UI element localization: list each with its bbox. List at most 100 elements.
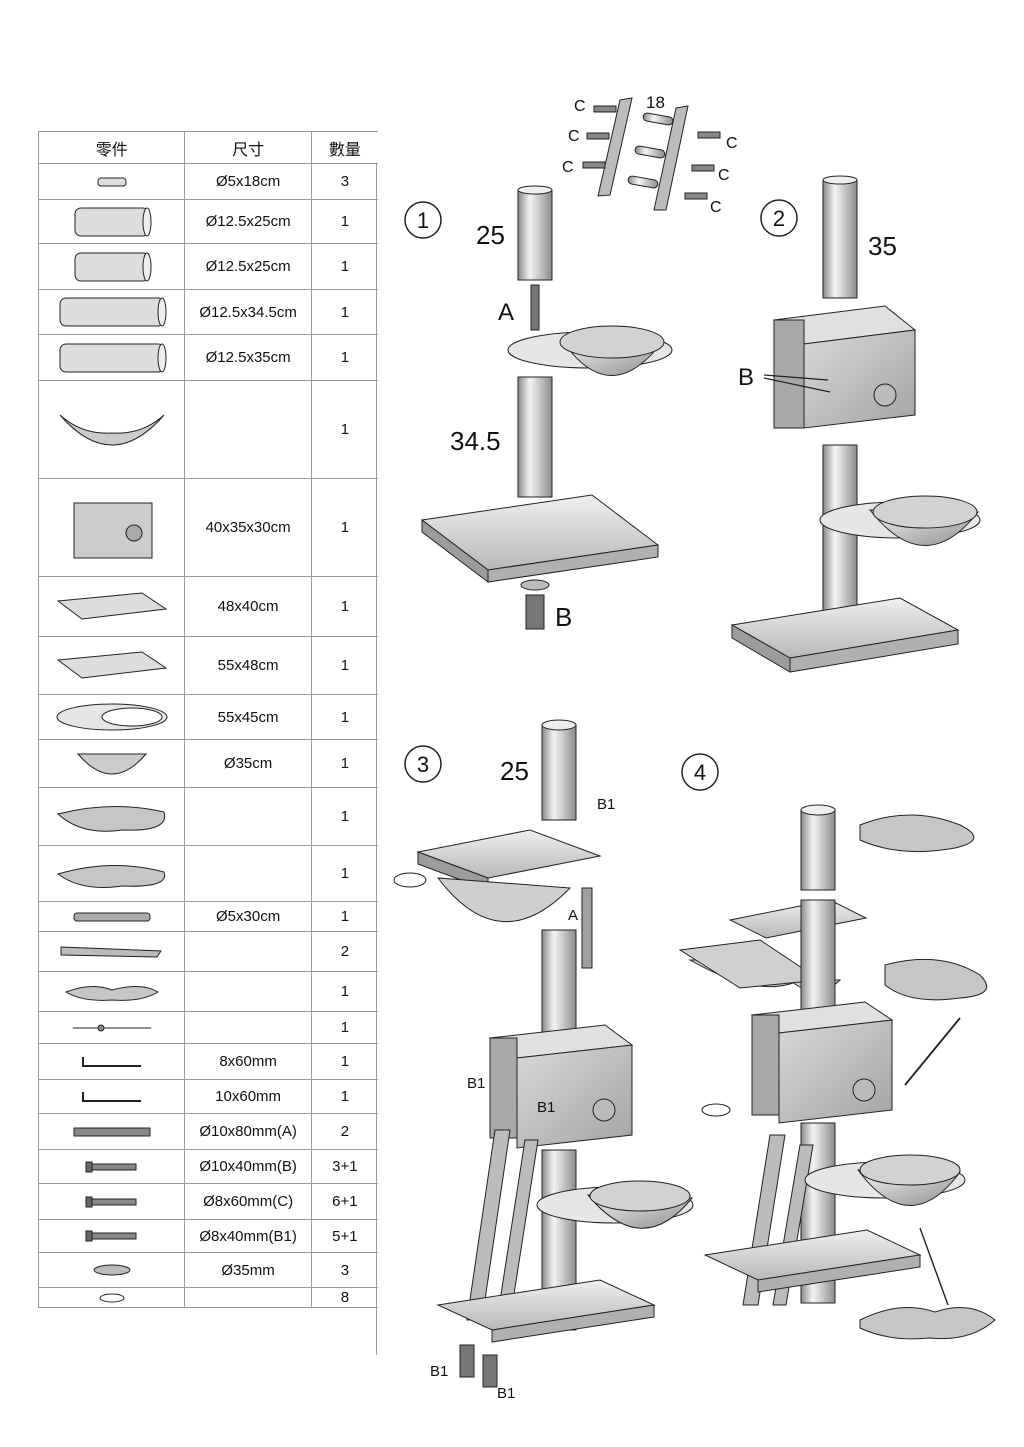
part-size: Ø5x18cm [184, 163, 312, 200]
table-row: Ø8x40mm(B1)5+1 [37, 1219, 378, 1253]
washer [520, 579, 550, 591]
post-icon [37, 199, 186, 244]
table-row: Ø10x40mm(B)3+1 [37, 1149, 378, 1184]
label-35: 35 [868, 231, 897, 261]
label-c-4: C [726, 135, 738, 152]
long-post-icon [37, 334, 186, 381]
part-quantity: 2 [310, 1113, 378, 1150]
step-3-diagram: 3 25 B1 A B1 B1 B1 B1 [393, 719, 694, 1402]
ladder-rail-icon [37, 931, 186, 972]
part-size [184, 931, 312, 972]
label-25: 25 [476, 220, 505, 250]
table-row: 1 [37, 787, 378, 846]
step-4-badge [681, 753, 719, 791]
part-quantity: 5+1 [310, 1219, 378, 1253]
step-2-number: 2 [773, 206, 785, 231]
part-quantity: 1 [310, 787, 378, 846]
label-b1-bottom-left: B1 [430, 1363, 448, 1380]
label-18: 18 [646, 93, 665, 112]
feather-toy-icon [37, 1011, 186, 1044]
post-35 [822, 179, 858, 299]
platform-board-icon [37, 636, 186, 695]
step-2-diagram: 2 35 B [730, 175, 981, 673]
part-size: Ø10x40mm(B) [184, 1149, 312, 1184]
part-quantity: 1 [310, 380, 378, 479]
part-size: Ø12.5x25cm [184, 199, 312, 244]
part-size: 48x40cm [184, 576, 312, 637]
part-size [184, 845, 312, 902]
part-size: Ø35mm [184, 1252, 312, 1288]
label-b1-bottom-right: B1 [497, 1385, 515, 1402]
label-b1-top: B1 [597, 796, 615, 813]
table-row: 1 [37, 380, 378, 479]
bowl-icon [37, 739, 186, 788]
table-row: 1 [37, 971, 378, 1012]
step-3-number: 3 [417, 752, 429, 777]
part-quantity: 1 [310, 694, 378, 740]
small-tube-icon [37, 163, 186, 200]
step-4-number: 4 [694, 760, 706, 785]
step-1-diagram: 1 18 C C C C C C 25 A 34.5 [404, 93, 738, 632]
step-2-badge [760, 199, 798, 237]
part-quantity: 1 [310, 739, 378, 788]
label-34-5: 34.5 [450, 426, 501, 456]
post-icon [37, 243, 186, 290]
part-quantity: 1 [310, 1079, 378, 1114]
part-quantity: 1 [310, 1011, 378, 1044]
part-size: 40x35x30cm [184, 478, 312, 577]
hammock-icon [37, 380, 186, 479]
bolt-b [525, 594, 545, 630]
platform-board-icon [37, 576, 186, 637]
part-size: 10x60mm [184, 1079, 312, 1114]
part-size: Ø12.5x25cm [184, 243, 312, 290]
cap [393, 872, 427, 888]
part-size [184, 1287, 312, 1308]
label-c-5: C [718, 167, 730, 184]
ladder-exploded [582, 97, 721, 211]
plush-pad-with-hole-icon [37, 787, 186, 846]
step-1-badge [404, 201, 442, 239]
part-size [184, 787, 312, 846]
step-3-badge [404, 745, 442, 783]
part-size [184, 380, 312, 479]
label-c-1: C [574, 98, 586, 115]
bowl-cushion [859, 1307, 996, 1340]
part-size: Ø12.5x34.5cm [184, 289, 312, 335]
label-a: A [498, 299, 514, 326]
plush-pad [884, 958, 988, 1001]
part-quantity: 3+1 [310, 1149, 378, 1184]
label-c-6: C [710, 199, 722, 216]
part-size: Ø8x60mm(C) [184, 1183, 312, 1220]
washer-icon [37, 1252, 186, 1288]
label-c-2: C [568, 128, 580, 145]
part-size [184, 971, 312, 1012]
cap-icon [37, 1287, 186, 1308]
bolt-icon [37, 1183, 186, 1220]
part-size: Ø8x40mm(B1) [184, 1219, 312, 1253]
label-b-2: B [738, 364, 754, 391]
post-25 [517, 189, 553, 281]
part-quantity: 1 [310, 243, 378, 290]
header-part: 零件 [37, 131, 186, 164]
table-row: Ø8x60mm(C)6+1 [37, 1183, 378, 1220]
label-a-step3: A [568, 907, 578, 924]
table-row: 8 [37, 1287, 378, 1308]
part-quantity: 1 [310, 478, 378, 577]
part-quantity: 6+1 [310, 1183, 378, 1220]
table-row: 2 [37, 931, 378, 972]
cat-house-box-icon [37, 478, 186, 577]
part-quantity: 3 [310, 1252, 378, 1288]
bolt-icon [37, 1219, 186, 1253]
